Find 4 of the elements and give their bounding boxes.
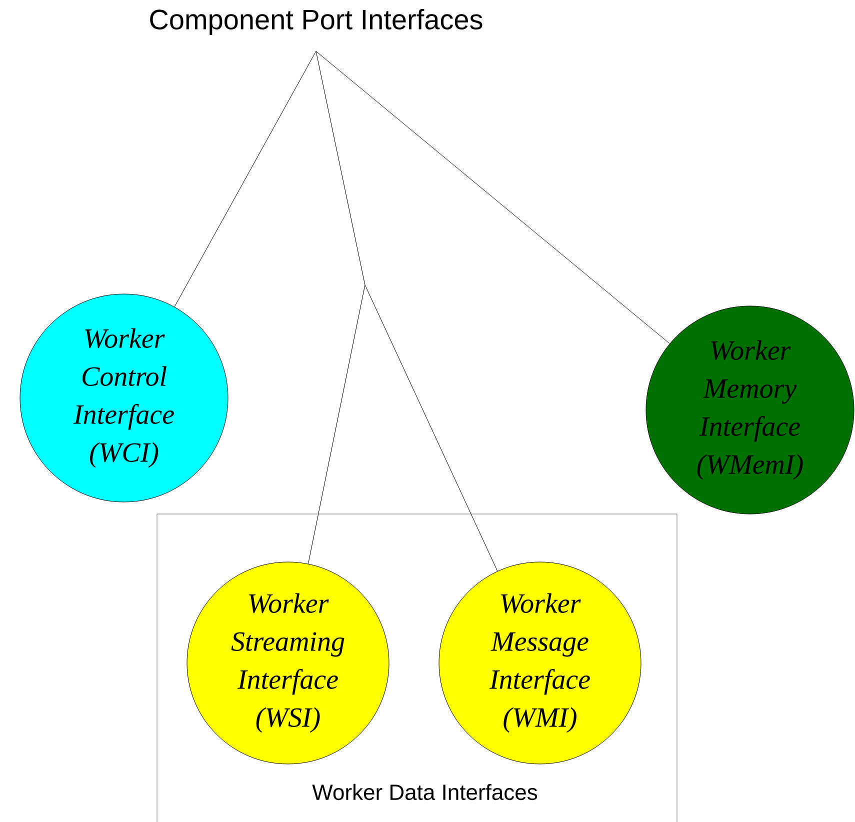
connector-line xyxy=(174,50,316,308)
connector-line xyxy=(308,50,498,572)
connector-line xyxy=(316,50,670,344)
heading: Component Port Interfaces xyxy=(150,8,482,36)
